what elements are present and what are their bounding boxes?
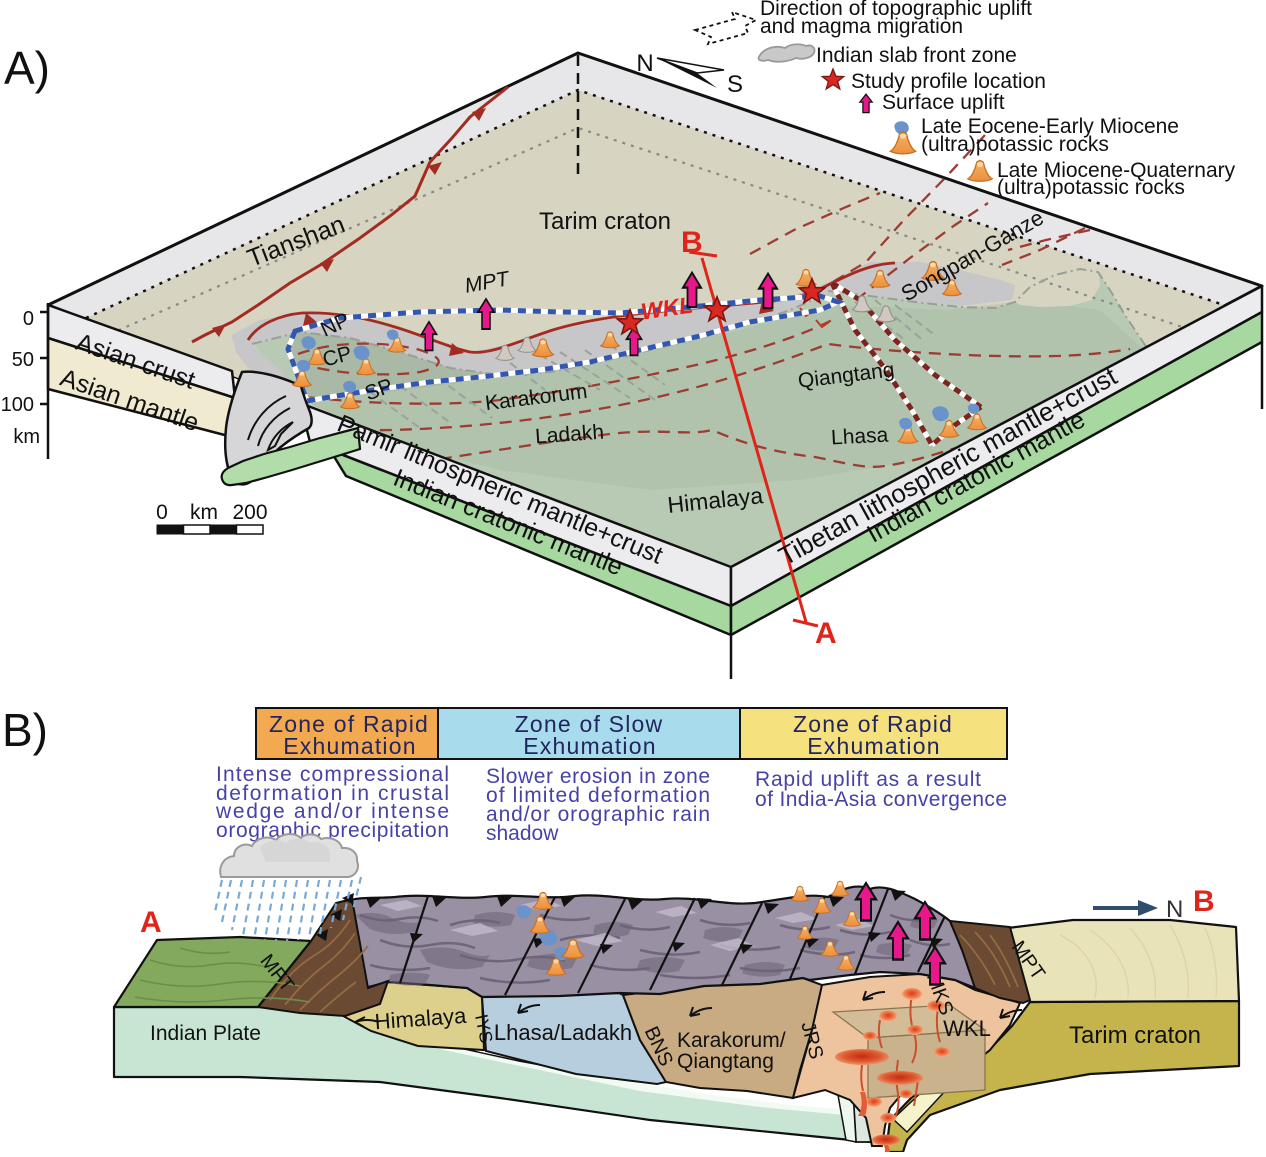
svg-text:0: 0 [156,501,168,524]
svg-text:Tarim craton: Tarim craton [1069,1022,1201,1049]
svg-text:Zone of Slow: Zone of Slow [515,711,664,737]
svg-text:Qiangtang: Qiangtang [677,1050,774,1073]
svg-text:Slower erosion in zone: Slower erosion in zone [486,765,710,788]
svg-text:100: 100 [1,394,34,416]
svg-text:Ladakh: Ladakh [534,421,604,449]
svg-text:A: A [815,617,837,650]
svg-text:(ultra)potassic rocks: (ultra)potassic rocks [997,176,1185,199]
svg-text:and/or orographic rain: and/or orographic rain [486,803,710,826]
svg-text:Study profile location: Study profile location [851,70,1046,93]
svg-text:of limited deformation: of limited deformation [486,784,710,807]
svg-text:A: A [140,906,162,939]
svg-text:WKL: WKL [943,1016,991,1041]
svg-text:Exhumation: Exhumation [807,733,940,759]
svg-text:Surface uplift: Surface uplift [882,91,1005,114]
svg-text:Lhasa/Ladakh: Lhasa/Ladakh [494,1020,632,1045]
svg-text:50: 50 [12,349,34,371]
svg-text:Karakorum/: Karakorum/ [677,1029,786,1052]
svg-text:(ultra)potassic rocks: (ultra)potassic rocks [921,133,1109,156]
svg-text:Rapid uplift as a result: Rapid uplift as a result [755,768,981,791]
svg-text:and magma migration: and magma migration [760,15,963,38]
svg-text:wedge and/or intense: wedge and/or intense [215,800,449,823]
svg-text:Indian slab front zone: Indian slab front zone [816,44,1017,67]
svg-text:km: km [13,426,40,448]
svg-text:Direction of topographic uplif: Direction of topographic uplift [760,0,1032,20]
svg-text:Late Miocene-Quaternary: Late Miocene-Quaternary [997,159,1236,182]
svg-text:N: N [636,50,653,77]
svg-text:Tarim craton: Tarim craton [539,208,671,235]
svg-text:Exhumation: Exhumation [283,733,416,759]
svg-text:B): B) [2,704,48,756]
svg-text:Zone of Rapid: Zone of Rapid [269,711,429,737]
svg-text:deformation in crustal: deformation in crustal [216,782,449,805]
svg-text:km: km [190,501,218,524]
svg-text:Late Eocene-Early Miocene: Late Eocene-Early Miocene [921,115,1179,138]
svg-text:Zone of Rapid: Zone of Rapid [793,711,953,737]
svg-text:Intense compressional: Intense compressional [216,763,449,786]
svg-text:B: B [681,226,703,259]
svg-text:N: N [1166,896,1183,923]
svg-text:orographic precipitation: orographic precipitation [216,819,449,842]
svg-text:B: B [1193,885,1215,918]
svg-text:of India-Asia convergence: of India-Asia convergence [755,788,1007,811]
svg-text:0: 0 [23,308,34,330]
svg-text:S: S [727,71,743,98]
svg-text:Lhasa: Lhasa [830,424,889,450]
svg-text:200: 200 [232,501,267,524]
svg-text:A): A) [4,42,50,94]
svg-text:shadow: shadow [486,822,559,845]
svg-text:Exhumation: Exhumation [523,733,656,759]
svg-text:Indian Plate: Indian Plate [150,1022,261,1045]
